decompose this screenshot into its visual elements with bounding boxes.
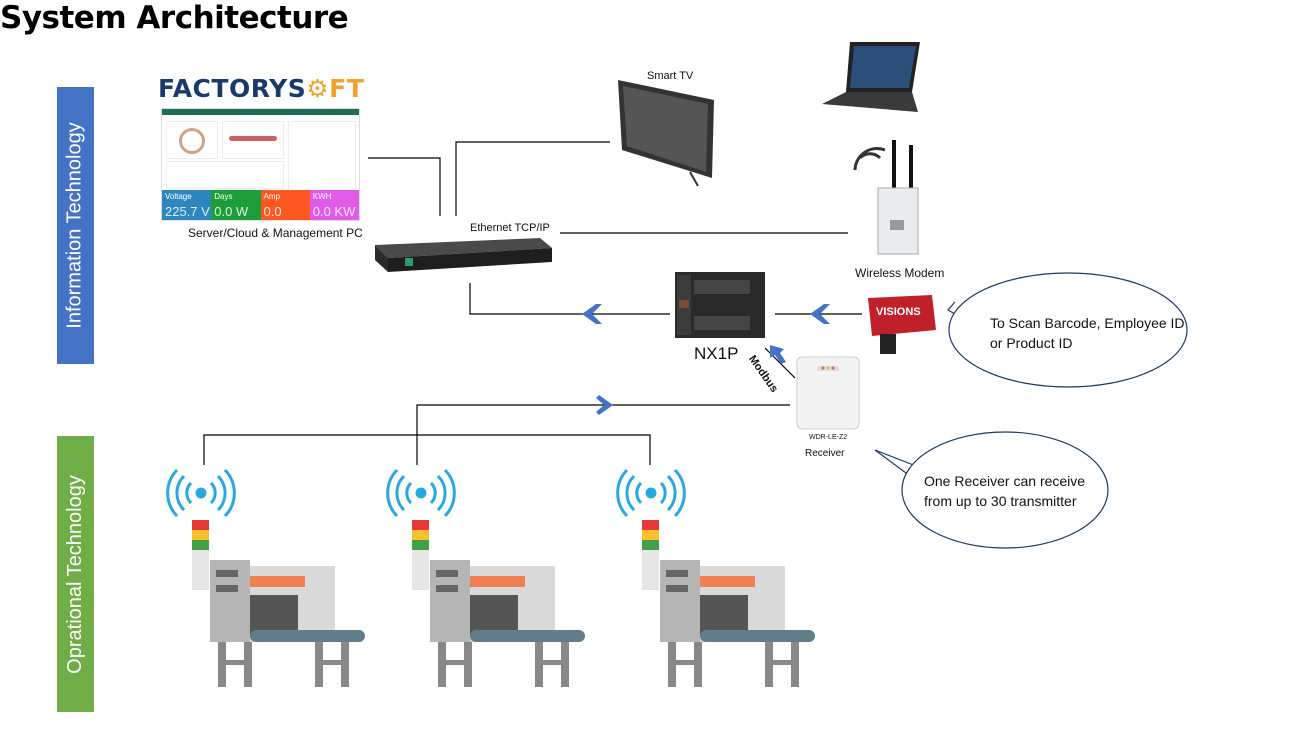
svg-text:VISIONS: VISIONS bbox=[876, 306, 921, 318]
wireless-signal-icon bbox=[616, 468, 686, 518]
speech-bubbles bbox=[874, 272, 1188, 549]
receiver-model-label: WDR-LE-Z2 bbox=[809, 434, 848, 441]
wireless-signal-icon bbox=[386, 468, 456, 518]
plc-label: NX1P bbox=[694, 344, 739, 363]
receiver-bubble-text: One Receiver can receive from up to 30 t… bbox=[924, 473, 1086, 509]
connection-lines bbox=[203, 141, 862, 465]
receiver-label: Receiver bbox=[805, 448, 845, 459]
laptop-icon bbox=[822, 42, 920, 112]
machine-station bbox=[166, 468, 365, 687]
receiver-icon bbox=[796, 356, 860, 430]
logo-text-2: FT bbox=[329, 74, 365, 103]
stack-light-icon bbox=[412, 520, 429, 590]
logo-text-1: FACTORYS bbox=[158, 74, 307, 103]
wireless-modem-icon bbox=[853, 140, 919, 255]
stack-light-icon bbox=[192, 520, 209, 590]
it-band: Information Technology bbox=[57, 87, 94, 364]
factorysoft-logo: FACTORYS⚙FT bbox=[158, 74, 365, 103]
machine-icon bbox=[660, 560, 815, 687]
network-switch-icon bbox=[375, 238, 552, 272]
page-title: System Architecture bbox=[0, 0, 349, 36]
ethernet-label: Ethernet TCP/IP bbox=[470, 222, 550, 234]
plc-icon bbox=[675, 272, 765, 338]
machine-icon bbox=[210, 560, 365, 687]
stack-light-icon bbox=[642, 520, 659, 590]
wireless-signal-icon bbox=[166, 468, 236, 518]
smart-tv-icon bbox=[618, 80, 714, 187]
machine-icon bbox=[430, 560, 585, 687]
barcode-camera-icon: VISIONS bbox=[868, 295, 936, 354]
machine-station bbox=[616, 468, 815, 687]
ot-band: Oprational Technology bbox=[57, 436, 94, 712]
smart-tv-label: Smart TV bbox=[647, 70, 694, 82]
wireless-modem-label: Wireless Modem bbox=[855, 266, 945, 280]
chevron-arrow-icon bbox=[582, 304, 830, 415]
server-label: Server/Cloud & Management PC bbox=[188, 226, 363, 240]
machine-station bbox=[386, 468, 585, 687]
scanner-bubble-text: To Scan Barcode, Employee ID or Product … bbox=[990, 315, 1185, 351]
